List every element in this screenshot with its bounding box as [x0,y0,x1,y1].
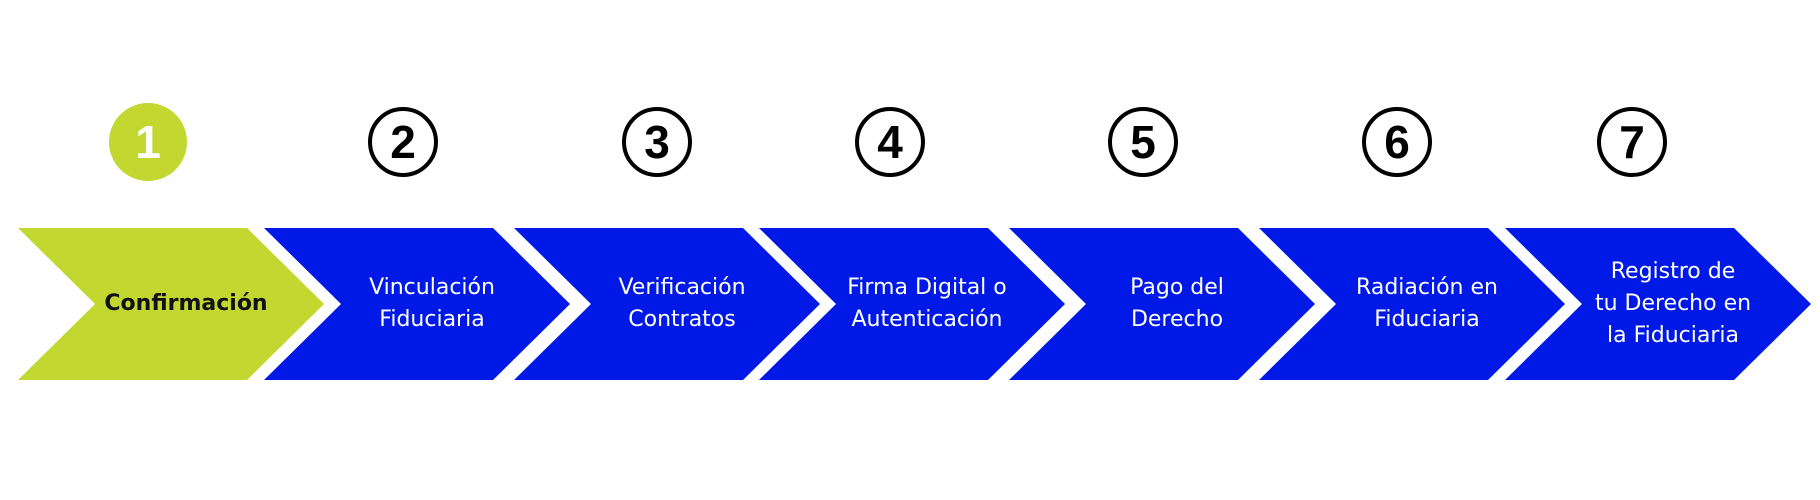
step-5-number: 5 [1108,107,1178,177]
step-1-arrow-shape [18,228,324,380]
step-6-label: Radiación en Fiduciaria [1356,275,1498,332]
step-7-arrow-shape [1505,228,1811,380]
step-1-number: 1 [109,103,187,181]
step-2[interactable]: 2 Vinculación Fiduciaria [264,0,570,500]
step-7-number: 7 [1597,107,1667,177]
step-6-number: 6 [1362,107,1432,177]
step-1-label: Confirmación [104,291,268,316]
step-3-label: Verificación Contratos [618,275,746,332]
step-4-number: 4 [855,107,925,177]
step-5-label: Pago del Derecho [1130,275,1224,332]
step-4-label: Firma Digital o Autenticación [847,275,1007,332]
step-2-number: 2 [368,107,438,177]
step-5[interactable]: 5 Pago del Derecho [1009,0,1315,500]
step-7[interactable]: 7 Registro de tu Derecho en la Fiduciari… [1505,0,1811,500]
step-2-arrow-shape [264,228,570,380]
step-3[interactable]: 3 Verificación Contratos [514,0,820,500]
step-4-arrow-shape [759,228,1065,380]
step-6[interactable]: 6 Radiación en Fiduciaria [1259,0,1565,500]
step-7-label: Registro de tu Derecho en la Fiduciaria [1594,259,1752,348]
step-3-number: 3 [622,107,692,177]
step-6-arrow-shape [1259,228,1565,380]
step-5-arrow-shape [1009,228,1315,380]
step-3-arrow-shape [514,228,820,380]
step-1[interactable]: 1 Confirmación [18,0,324,500]
step-2-label: Vinculación Fiduciaria [369,275,495,332]
step-4[interactable]: 4 Firma Digital o Autenticación [759,0,1065,500]
